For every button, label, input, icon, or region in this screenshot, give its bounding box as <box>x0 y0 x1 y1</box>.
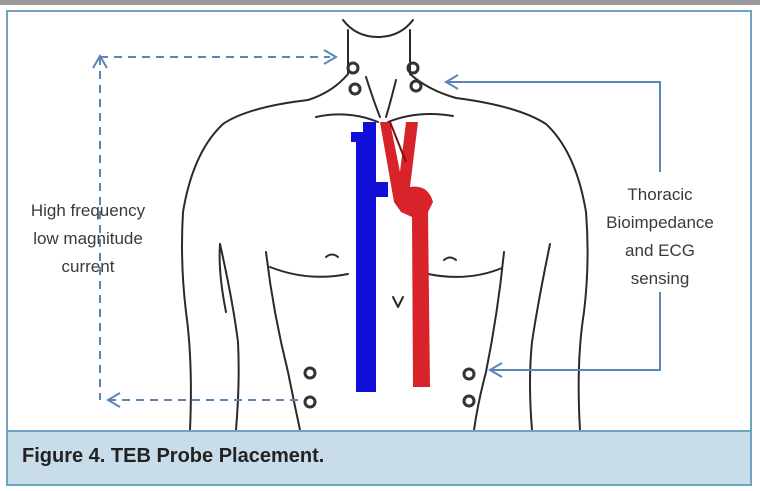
vein-svc <box>351 122 388 392</box>
arm-left-inner <box>220 244 239 430</box>
arm-right-inner <box>530 244 550 430</box>
vessels <box>351 122 433 392</box>
figure-caption: Figure 4. TEB Probe Placement. <box>22 445 324 468</box>
electrode-neck-right-bottom <box>411 81 421 91</box>
current-label-line-3: current <box>62 257 115 276</box>
sensing-label-line-4: sensing <box>631 269 690 288</box>
sensing-top-line <box>446 82 660 172</box>
figure-box: High frequency low magnitude current Tho… <box>6 10 752 486</box>
arm-right-outer <box>456 98 588 430</box>
figure-caption-bar: Figure 4. TEB Probe Placement. <box>8 430 750 484</box>
neck-muscle-left <box>366 77 380 117</box>
sensing-label-line-1: Thoracic <box>627 185 693 204</box>
nipple-left <box>326 255 338 258</box>
current-label-line-2: low magnitude <box>33 229 143 248</box>
chest-left <box>270 267 348 277</box>
neck-muscle-right <box>386 80 396 117</box>
chin-line <box>343 20 413 37</box>
electrode-lower-right-bottom <box>464 396 474 406</box>
current-label: High frequency low magnitude current <box>31 201 146 276</box>
electrode-lower-left-bottom <box>305 397 315 407</box>
nipple-right <box>444 258 456 261</box>
sensing-bottom-line <box>490 292 660 370</box>
chest-right <box>428 268 502 277</box>
neck-left <box>308 30 348 100</box>
electrode-neck-left-top <box>348 63 358 73</box>
collarbone-right <box>388 114 453 122</box>
electrode-neck-left-bottom <box>350 84 360 94</box>
torso-left-side <box>266 252 300 430</box>
teb-diagram: High frequency low magnitude current Tho… <box>8 12 750 430</box>
current-label-line-1: High frequency <box>31 201 146 220</box>
electrode-lower-left-top <box>305 368 315 378</box>
sensing-label: Thoracic Bioimpedance and ECG sensing <box>606 185 714 288</box>
sternum-mark <box>393 297 403 307</box>
sensing-label-line-3: and ECG <box>625 241 695 260</box>
top-rule <box>0 0 760 5</box>
sensing-label-line-2: Bioimpedance <box>606 213 714 232</box>
torso-right-side <box>474 252 504 430</box>
collarbone-left <box>316 114 378 122</box>
electrode-lower-right-top <box>464 369 474 379</box>
electrode-neck-right-top <box>408 63 418 73</box>
